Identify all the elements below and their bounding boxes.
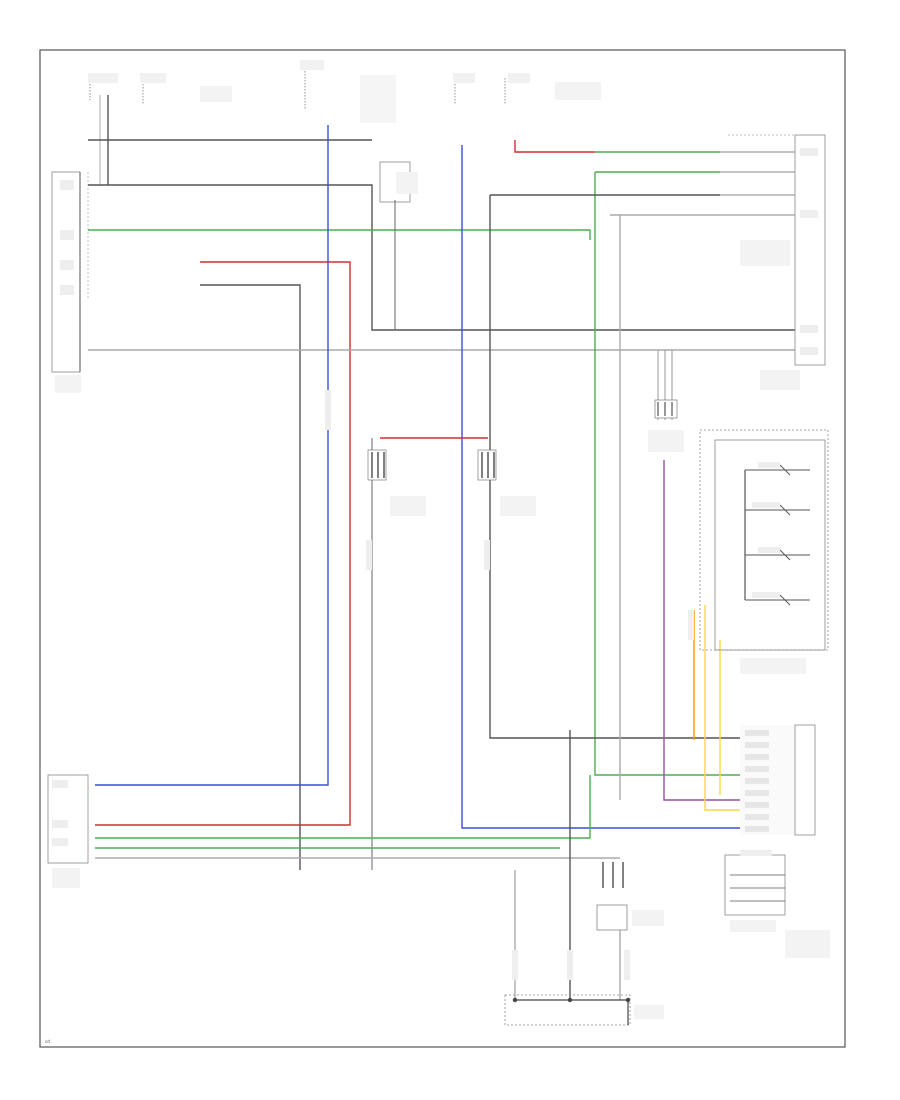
relay-top bbox=[379, 161, 418, 203]
right-top-connector bbox=[728, 134, 826, 390]
connector-mid-right bbox=[477, 449, 536, 516]
engine-control-connector bbox=[47, 774, 89, 888]
connector-mid-left bbox=[367, 437, 488, 870]
connector-pins-a bbox=[648, 399, 684, 452]
left-top-connector bbox=[51, 171, 89, 393]
diagram-code: cd bbox=[45, 1039, 50, 1044]
connector-bottom bbox=[595, 860, 664, 931]
right-bottom-connector bbox=[740, 724, 816, 836]
ground-splice bbox=[504, 994, 664, 1026]
diagram-frame bbox=[39, 49, 846, 1048]
park-neutral-switch bbox=[724, 850, 830, 958]
combination-switch bbox=[699, 429, 829, 674]
fuse-labels-top bbox=[88, 60, 601, 123]
